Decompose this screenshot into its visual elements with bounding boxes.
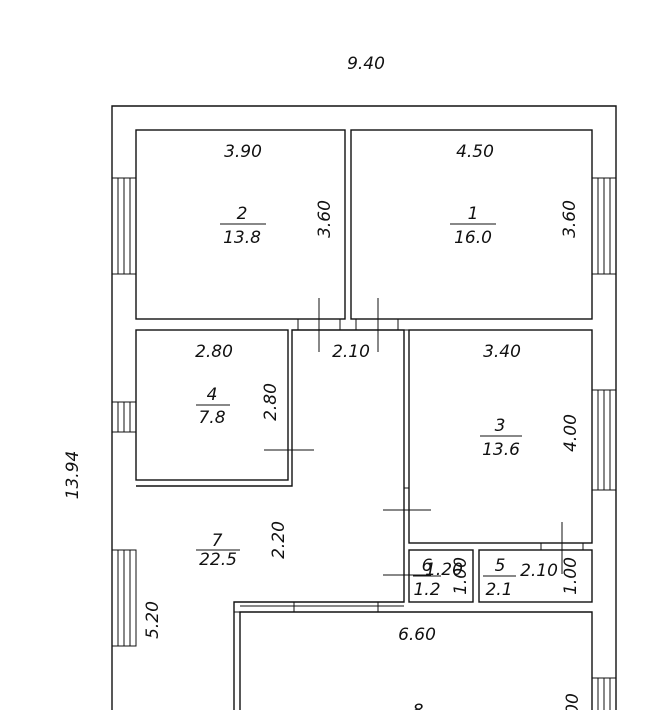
window-right-room-8 [591,677,617,710]
room-1-depth-label: 3.60 [560,200,580,238]
room-4-width-label: 2.80 [195,342,233,362]
corridor-width-label: 2.10 [332,342,370,362]
room-8-number: 8 [413,701,424,710]
room-3-width-label: 3.40 [483,342,521,362]
room-2-number: 2 [237,204,248,224]
window-left-room-2 [111,177,137,275]
room-8-width-label: 6.60 [398,625,436,645]
room-4-area: 7.8 [198,408,225,428]
room-6-area: 1.2 [413,580,440,600]
doors [264,298,584,613]
room-4: 2.80 2.80 4 7.8 [195,342,281,428]
room-2-depth-label: 3.60 [315,200,335,238]
room-1-area: 16.0 [454,228,492,248]
room-7-length-label: 5.20 [143,601,163,639]
room-1-number: 1 [468,204,479,224]
room-7: 2.10 2.20 5.20 7 22.5 [143,342,370,639]
room-2: 3.90 3.60 2 13.8 [220,142,335,248]
room-6: 6 1.20 1.2 1.00 [413,556,471,600]
overall-length-label: 13.94 [63,451,83,500]
room-6-outline [408,549,474,603]
room-3-outline [408,329,593,544]
room-7-depth-label: 2.20 [269,521,289,559]
overall-width-label: 9.40 [347,54,385,74]
windows [111,177,617,710]
room-8: 6.60 8 00 [398,625,583,710]
room-2-width-label: 3.90 [224,142,262,162]
room-4-number: 4 [207,385,218,405]
room-1-outline [350,129,593,320]
exterior-wall [111,105,617,710]
window-right-room-1 [591,177,617,275]
room-1-width-label: 4.50 [456,142,494,162]
window-left-room-7 [111,549,137,647]
room-1: 4.50 3.60 1 16.0 [450,142,580,248]
room-7-area: 22.5 [199,550,237,570]
room-5-number: 5 [495,556,506,576]
room-6-depth-label: 1.00 [451,557,471,595]
window-left-room-4 [111,401,137,433]
room-3-area: 13.6 [482,440,520,460]
room-3-number: 3 [495,416,506,436]
room-4-depth-label: 2.80 [261,383,281,421]
room-6-width-label: 1.20 [425,560,463,580]
room-3: 3.40 4.00 3 13.6 [480,342,581,460]
room-5: 5 2.10 2.1 1.00 [483,556,581,600]
room-5-area: 2.1 [485,580,512,600]
room-8-outline [234,601,593,710]
room-5-depth-label: 1.00 [561,557,581,595]
room-8-depth-label: 00 [563,693,583,710]
room-5-outline [478,549,593,603]
room-3-depth-label: 4.00 [561,414,581,452]
room-6-number: 6 [422,556,433,576]
room-2-area: 13.8 [223,228,261,248]
window-right-room-3 [591,389,617,491]
room-5-width-label: 2.10 [520,561,558,581]
room-7-number: 7 [212,531,223,551]
room-2-outline [135,129,346,320]
